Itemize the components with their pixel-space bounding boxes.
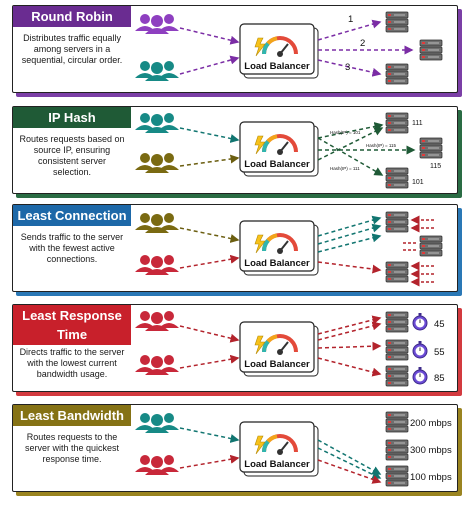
route-lb-2 (317, 447, 382, 479)
panel-ip-hash: IP Hash Routes requests based on source … (12, 106, 458, 194)
stopwatch-icon-1 (412, 313, 428, 331)
route-rr-3 (317, 59, 382, 77)
panel-round-robin: Round Robin Distributes traffic equally … (12, 5, 458, 93)
users-group-teal-lb (135, 413, 179, 433)
server-lrt-2 (385, 339, 409, 361)
server-iph-1 (385, 112, 409, 134)
server-lrt-1 (385, 311, 409, 333)
lb-label-lrt: Load Balancer (244, 359, 310, 370)
route-lb-3 (317, 459, 382, 484)
route-lrt-3 (317, 341, 382, 351)
arrow-rr-2 (179, 55, 240, 75)
server-rr-1 (385, 11, 409, 33)
route-label-rr-3: 3 (345, 62, 350, 73)
route-iph-4 (317, 127, 384, 161)
desc-round-robin: Distributes traffic equally among server… (21, 33, 123, 65)
load-balancer-lc: Load Balancer (239, 220, 319, 276)
route-lc-3 (317, 233, 382, 253)
arrow-iph-1 (179, 127, 240, 143)
route-lrt-2 (317, 321, 382, 341)
arrow-lc-2 (179, 254, 240, 269)
panel-least-connection: Least Connection Sends traffic to the se… (12, 204, 458, 292)
stopwatch-icon-2 (412, 341, 428, 359)
server-lb-3 (385, 465, 409, 487)
server-lc-3 (385, 261, 409, 283)
server-label-iph-1: 111 (412, 120, 423, 127)
hash-label-2: Hash(IP) = 115 (366, 143, 397, 148)
users-group-olive-lc (135, 213, 179, 233)
route-lc-1 (317, 215, 382, 237)
users-group-olive-iphash (135, 153, 179, 173)
desc-least-bandwidth: Routes requests to the server with the q… (24, 432, 120, 464)
route-label-rr-1: 1 (348, 14, 353, 25)
load-balancer-iph: Load Balancer (239, 121, 319, 177)
arrow-iph-2 (179, 154, 240, 167)
arrow-lc-1 (179, 227, 240, 243)
arrow-lrt-1 (179, 325, 240, 343)
server-lb-1 (385, 411, 409, 433)
users-group-teal (135, 61, 179, 81)
route-rr-1 (317, 19, 382, 41)
server-lc-1 (385, 211, 409, 233)
lb-label-lc: Load Balancer (244, 258, 310, 269)
route-lc-4 (317, 261, 382, 274)
bandwidth-label-1: 200 mbps (410, 418, 452, 429)
load-balancer-lrt: Load Balancer (239, 321, 319, 377)
bandwidth-label-3: 100 mbps (410, 472, 452, 483)
hash-label-3: Hash(IP) = 111 (330, 166, 360, 171)
route-lc-2 (317, 223, 382, 245)
title-least-response-time: Least Response Time (13, 305, 131, 345)
users-group-purple (135, 14, 179, 34)
arrow-lb-2 (179, 454, 240, 469)
title-ip-hash: IP Hash (13, 107, 131, 128)
desc-least-response-time: Directs traffic to the server with the l… (19, 347, 125, 379)
title-round-robin: Round Robin (13, 6, 131, 27)
route-lb-1 (317, 439, 382, 475)
bandwidth-label-2: 300 mbps (410, 445, 452, 456)
load-balancer-lb: Load Balancer (239, 421, 319, 477)
title-least-bandwidth: Least Bandwidth (13, 405, 131, 426)
load-balancer-rr: Load Balancer (239, 23, 319, 79)
arrow-lrt-2 (179, 354, 240, 369)
server-label-iph-2: 115 (430, 163, 441, 170)
hash-label-1: Hash(IP) = 101 (330, 130, 361, 135)
route-lrt-4 (317, 357, 382, 377)
server-lb-2 (385, 439, 409, 461)
arrow-lb-1 (179, 427, 240, 443)
response-label-2: 55 (434, 347, 445, 358)
server-iph-3 (385, 167, 409, 189)
lb-label-lb: Load Balancer (244, 459, 310, 470)
response-label-1: 45 (434, 319, 445, 330)
server-lc-2 (419, 235, 443, 257)
panel-least-response-time: Least Response Time Directs traffic to t… (12, 304, 458, 392)
arrow-rr-1 (179, 27, 240, 45)
server-iph-2 (419, 137, 443, 159)
users-group-red-lc (135, 255, 179, 275)
users-group-teal-iphash (135, 113, 179, 133)
desc-ip-hash: Routes requests based on source IP, ensu… (19, 134, 125, 177)
server-label-iph-3: 101 (412, 179, 424, 186)
route-lrt-1 (317, 315, 382, 335)
title-least-connection: Least Connection (13, 205, 131, 226)
lb-label-rr: Load Balancer (244, 61, 310, 72)
users-group-red-lb (135, 455, 179, 475)
route-label-rr-2: 2 (360, 38, 365, 49)
panel-least-bandwidth: Least Bandwidth Routes requests to the s… (12, 404, 458, 492)
users-group-red-lrt-1 (135, 311, 179, 331)
server-lrt-3 (385, 365, 409, 387)
route-iph-3 (317, 137, 384, 176)
route-iph-1 (317, 122, 384, 139)
response-label-3: 85 (434, 373, 445, 384)
server-rr-3 (385, 63, 409, 85)
desc-least-connection: Sends traffic to the server with the few… (20, 232, 124, 264)
users-group-red-lrt-2 (135, 355, 179, 375)
server-rr-2 (419, 39, 443, 61)
lb-label-iph: Load Balancer (244, 159, 310, 170)
stopwatch-icon-3 (412, 367, 428, 385)
